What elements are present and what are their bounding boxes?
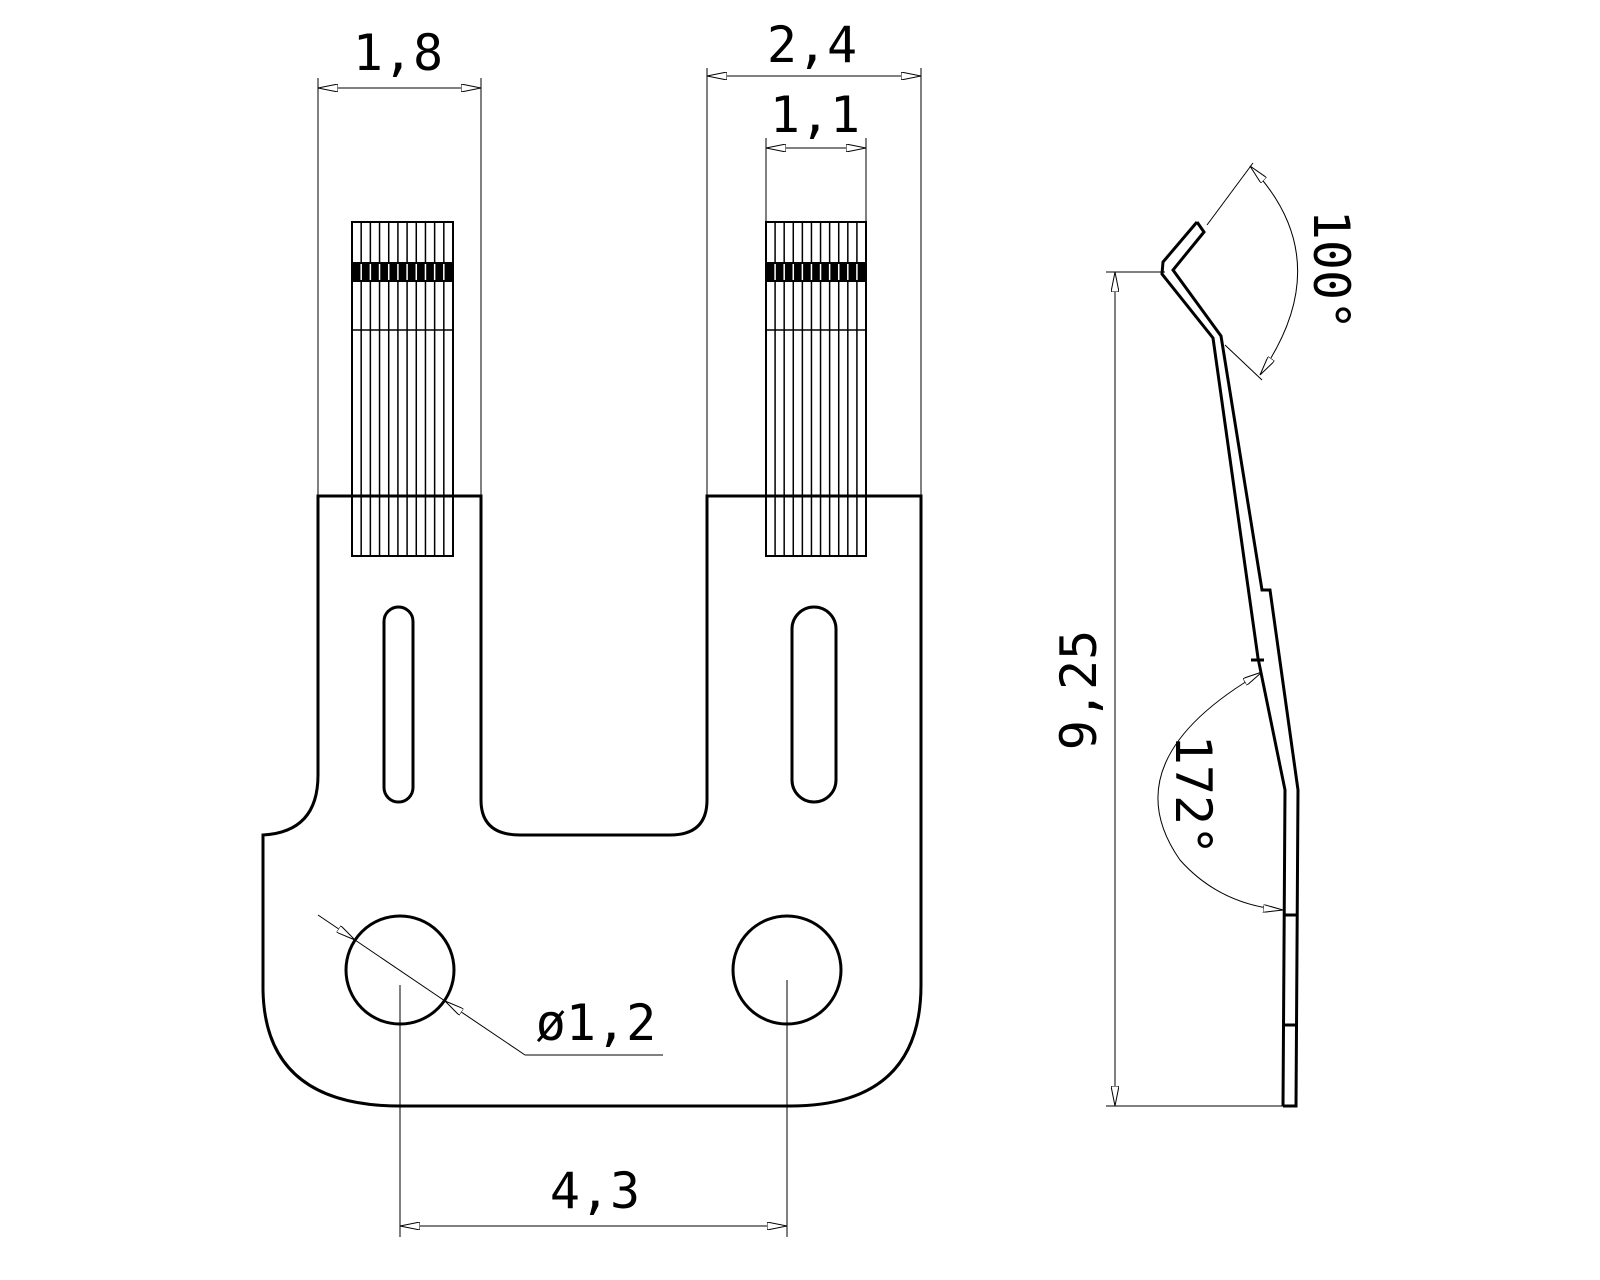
dim-label-2-4: 2,4 [767,16,857,74]
dimension-hole-diameter: ø1,2 [317,914,663,1056]
hatch-area-left [351,221,454,557]
slot-left [382,605,415,804]
dim-label-172-deg: 172° [1164,735,1222,855]
hatch-border [351,221,454,557]
hatch-area-right [765,221,867,557]
dimension-right-tab-width: 2,4 [706,16,922,496]
dim-label-1-8: 1,8 [353,24,443,82]
part-outline [261,494,923,1108]
slot-right [790,605,838,804]
hatch-band [352,262,453,282]
dimension-hole-spacing: 4,3 [399,980,788,1237]
side-view-profile [1160,221,1300,1108]
dimension-right-hatch-width: 1,1 [765,86,867,222]
dim-label-9-25: 9,25 [1050,630,1108,750]
dimension-lower-angle: 172° [1157,672,1283,910]
dim-label-4-3: 4,3 [550,1162,640,1220]
dim-label-diameter: ø1,2 [536,994,656,1052]
dim-label-1-1: 1,1 [770,86,860,144]
dim-label-100-deg: 100° [1302,210,1360,330]
hatch-band [766,262,866,282]
hatch-border [765,221,867,557]
dimension-top-angle: 100° [1206,162,1360,381]
dimension-total-height: 9,25 [1050,271,1283,1107]
dimension-left-tab-width: 1,8 [317,24,482,496]
